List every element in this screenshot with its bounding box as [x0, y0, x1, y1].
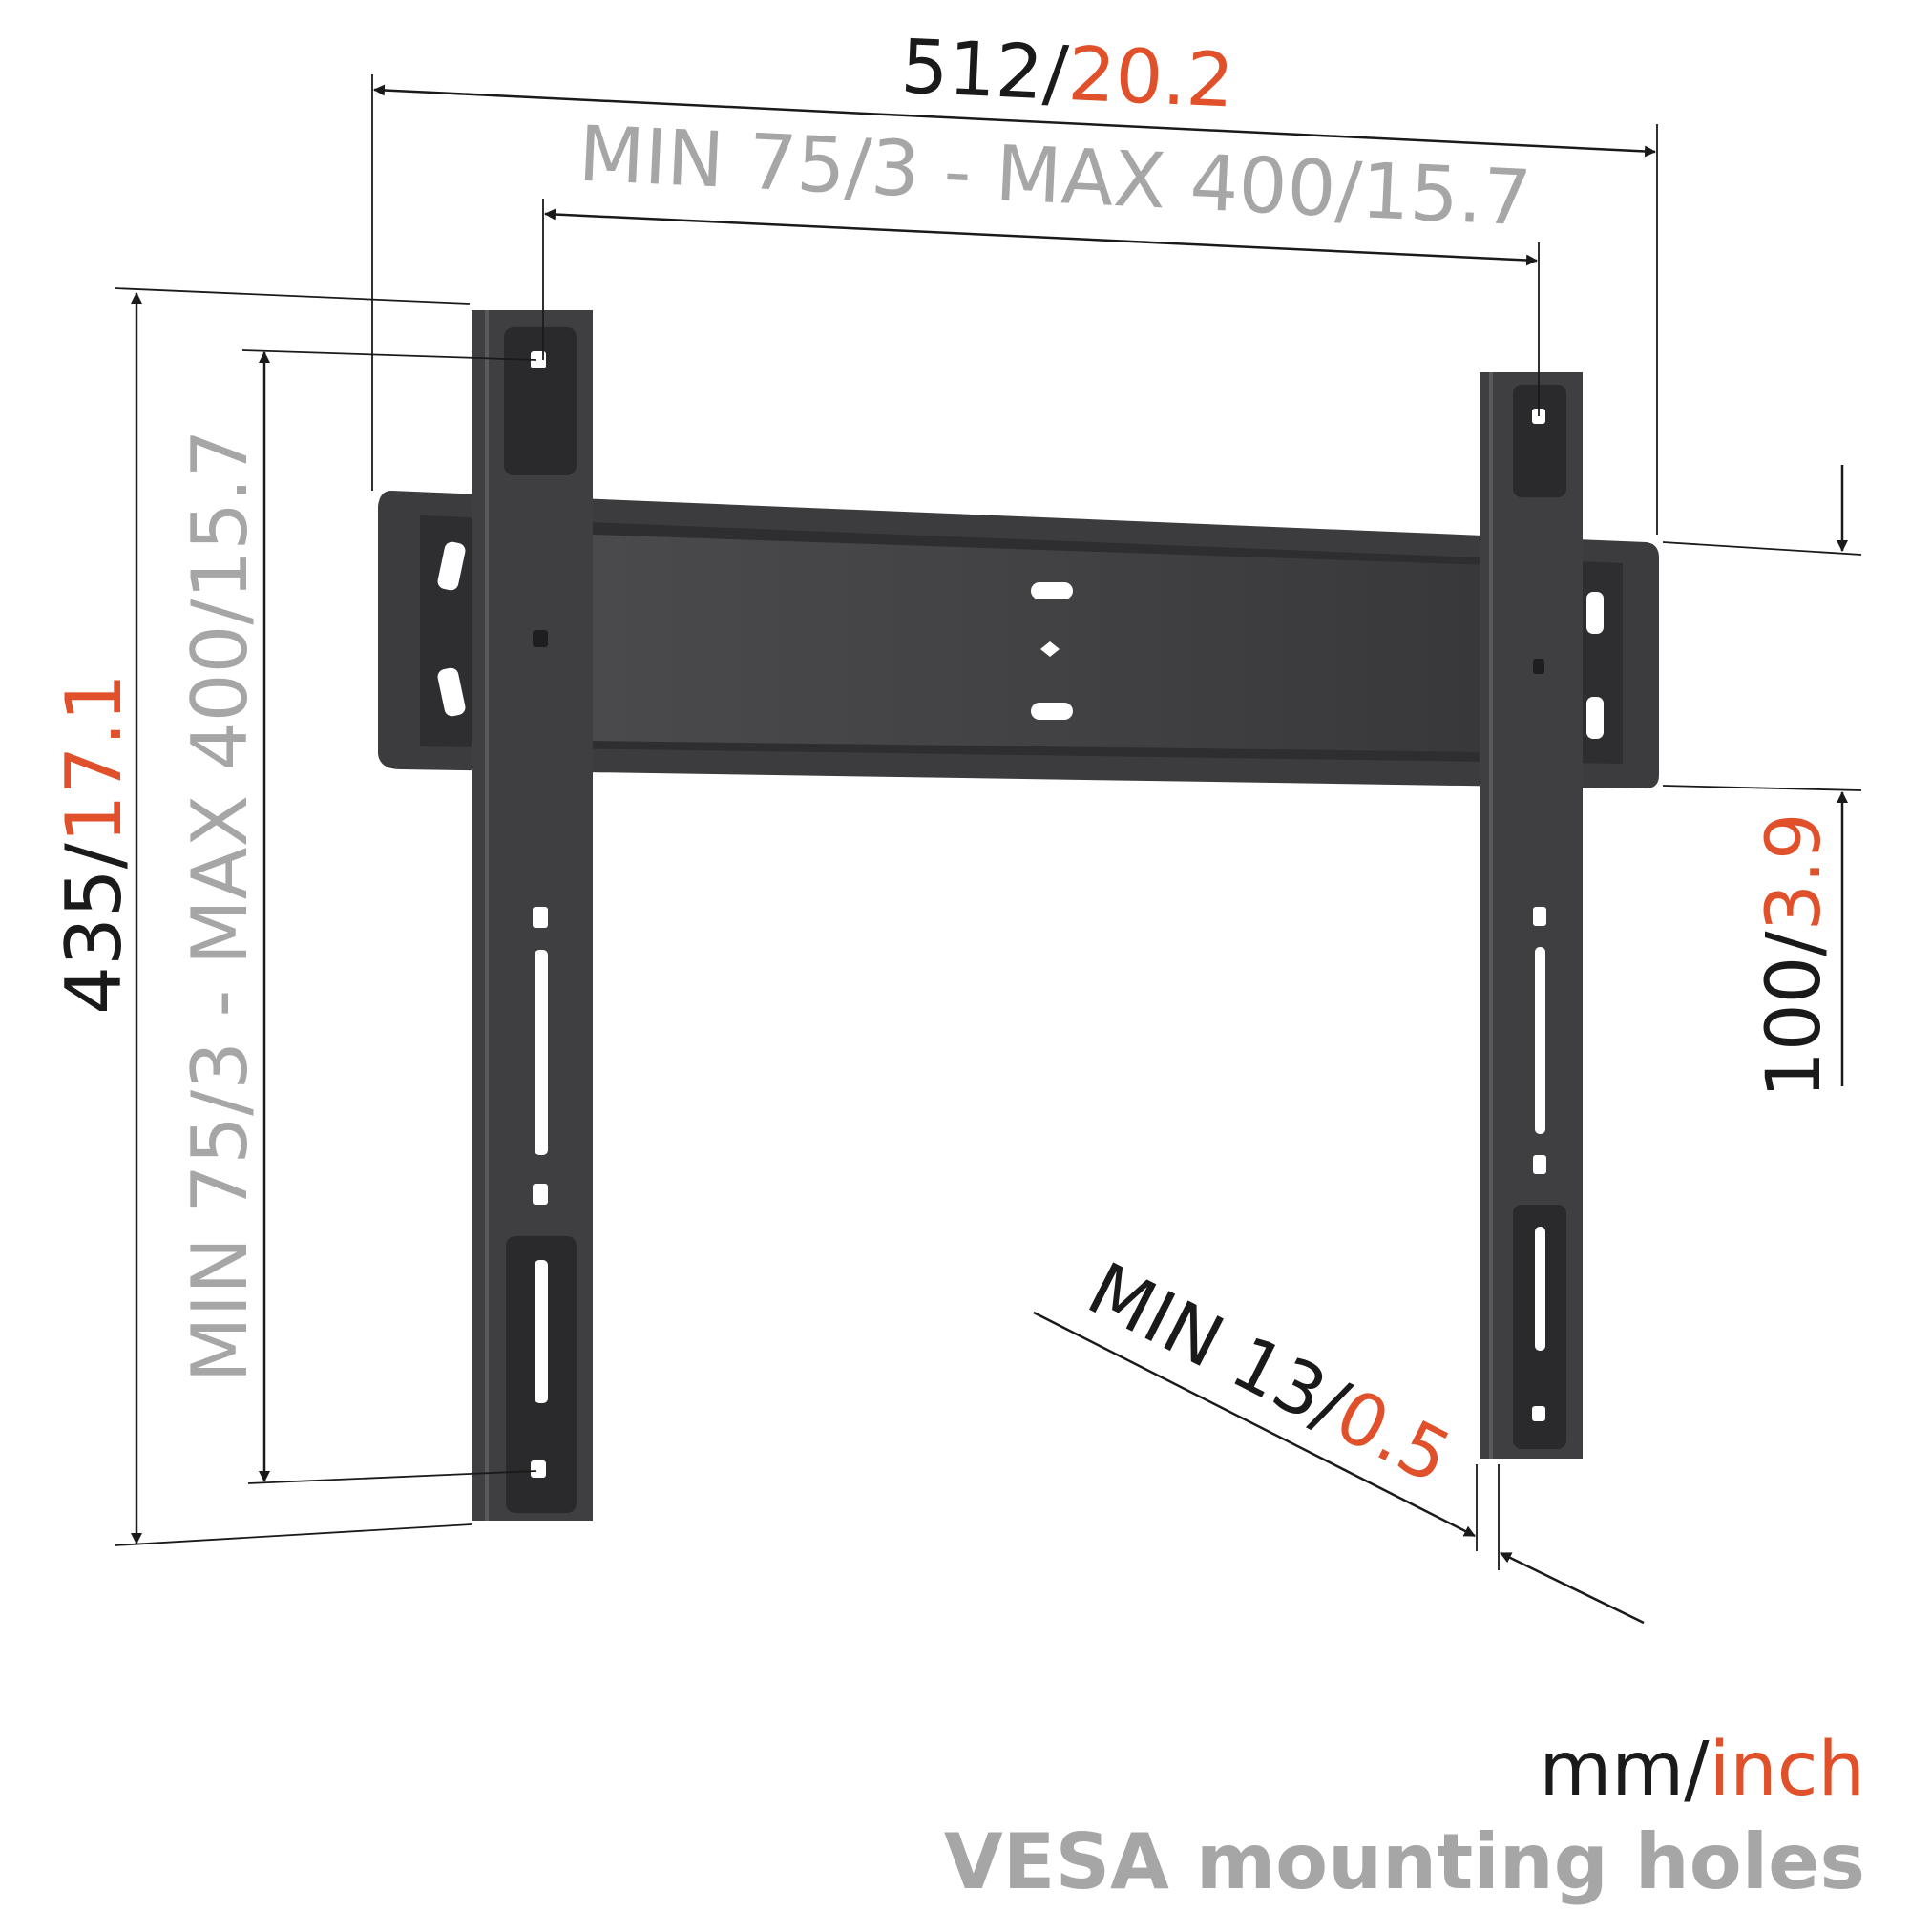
vesa-vertical-dimension: MIN 75/3 - MAX 400/15.7	[176, 349, 537, 1484]
overall-width-inch: 20.2	[1066, 32, 1235, 124]
legend-mm: mm	[1539, 1727, 1684, 1813]
vesa-vertical-label: MIN 75/3 - MAX 400/15.7	[176, 429, 264, 1382]
overall-height-dimension: 435/17.1	[50, 287, 472, 1546]
overall-width-dimension: 512/20.2	[371, 24, 1658, 535]
vesa-horizontal-dimension: MIN 75/3 - MAX 400/15.7	[542, 110, 1540, 416]
left-vertical-bracket	[472, 310, 593, 1521]
vesa-hole	[531, 1460, 546, 1478]
overall-height-mm: 435	[50, 869, 138, 1015]
svg-text:512/20.2: 512/20.2	[899, 24, 1235, 124]
overall-width-mm: 512	[899, 24, 1045, 116]
svg-text:mm/inch: mm/inch	[1539, 1727, 1865, 1813]
units-legend: mm/inch VESA mounting holes	[944, 1727, 1865, 1906]
horizontal-wall-plate	[378, 491, 1659, 788]
svg-text:435/17.1: 435/17.1	[50, 673, 138, 1015]
legend-vesa-note: VESA mounting holes	[944, 1817, 1865, 1906]
legend-inch: inch	[1710, 1727, 1865, 1813]
right-vertical-bracket	[1480, 372, 1583, 1459]
svg-text:MIN 13/0.5: MIN 13/0.5	[1075, 1246, 1464, 1500]
vesa-hole	[531, 351, 546, 368]
wall-plate-slot	[1031, 582, 1073, 599]
svg-text:100/3.9: 100/3.9	[1752, 812, 1838, 1098]
bar-height-mm: 100	[1752, 956, 1838, 1099]
wall-distance-mm: MIN 13	[1075, 1246, 1339, 1437]
overall-height-inch: 17.1	[50, 673, 138, 843]
bar-height-dimension: 100/3.9	[1662, 465, 1862, 1099]
wall-plate-slot	[1031, 703, 1073, 720]
bar-height-inch: 3.9	[1752, 812, 1838, 931]
vesa-hole	[1532, 1406, 1545, 1421]
